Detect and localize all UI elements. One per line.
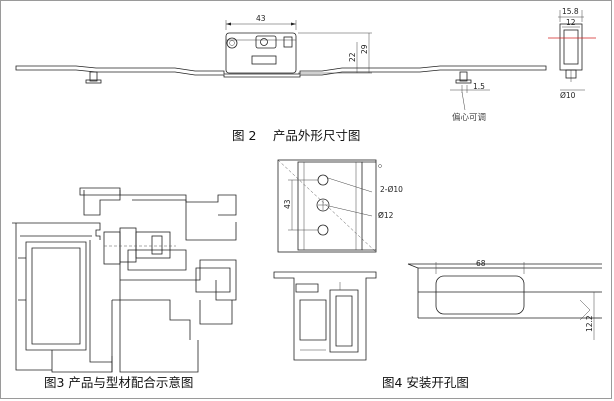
dim-width-43: 43: [256, 14, 266, 23]
slot-dim-68: 68: [476, 259, 486, 268]
dim-height-22: 22: [348, 52, 357, 62]
hole-dim-43: 43: [283, 199, 292, 209]
hole-label-2-dia10: 2-Ø10: [380, 185, 403, 194]
slot-dim-12-2: 12.2: [585, 315, 594, 332]
figure3-profile-drawing: [12, 187, 237, 373]
side-dim-12: 12: [566, 18, 576, 27]
dim-offset-1-5: 1.5: [473, 82, 485, 91]
figure2-side-view: 15.8 12 Ø10: [548, 7, 596, 100]
note-eccentric-adjustable: 偏心可调: [452, 112, 486, 123]
dim-height-29: 29: [360, 44, 369, 54]
hole-label-dia12: Ø12: [378, 211, 394, 220]
figure4-caption: 图4 安装开孔图: [382, 375, 469, 390]
side-dim-15-8: 15.8: [562, 7, 579, 16]
figure2-outline-drawing: 43 22 29 1.5 偏心可调: [15, 14, 547, 123]
figure2-caption: 图 2 产品外形尺寸图: [232, 128, 361, 143]
figure3-caption: 图3 产品与型材配合示意图: [44, 375, 194, 390]
figure4-slot-drawing: 68 12.2: [407, 259, 602, 340]
side-dim-dia10: Ø10: [560, 91, 576, 100]
figure-hole-pattern: 43 2-Ø10 Ø12: [273, 159, 403, 361]
